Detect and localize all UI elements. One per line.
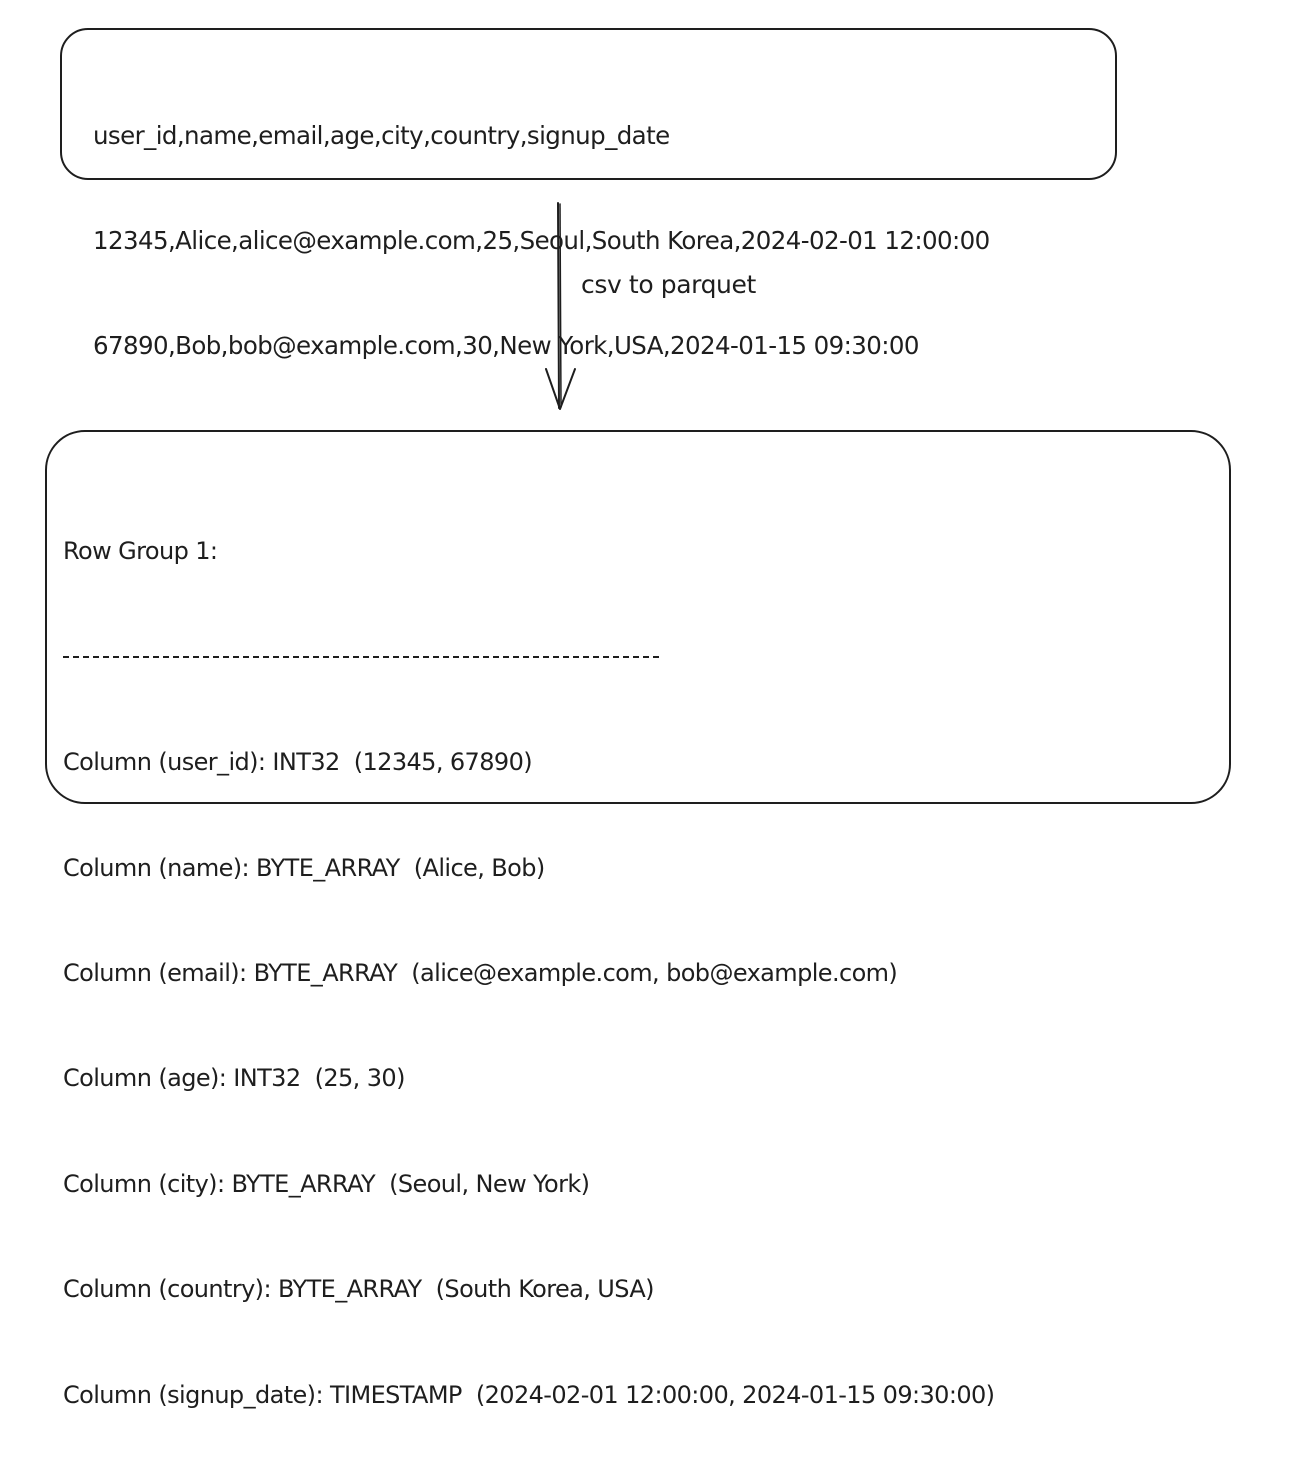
- csv-row-line: 67890,Bob,bob@example.com,30,New York,US…: [93, 331, 919, 360]
- arrow-shaft: [557, 202, 560, 409]
- arrow-shaft-stroke: [559, 203, 562, 408]
- csv-source-box: user_id,name,email,age,city,country,sign…: [60, 28, 1117, 360]
- column-line-country: Column (country): BYTE_ARRAY (South Kore…: [63, 1275, 655, 1304]
- column-line-user-id: Column (user_id): INT32 (12345, 67890): [63, 748, 533, 777]
- column-line-signup-date: Column (signup_date): TIMESTAMP (2024-02…: [63, 1380, 995, 1409]
- conversion-arrow: [545, 202, 576, 410]
- arrow-label: csv to parquet: [581, 270, 756, 299]
- csv-header-line: user_id,name,email,age,city,country,sign…: [93, 121, 670, 150]
- column-line-age: Column (age): INT32 (25, 30): [63, 1064, 405, 1093]
- arrow-head: [545, 368, 576, 410]
- csv-row-line: 12345,Alice,alice@example.com,25,Seoul,S…: [93, 226, 990, 255]
- parquet-output-box: Row Group 1: Column (user_id): INT32 (12…: [45, 430, 1231, 1409]
- column-line-name: Column (name): BYTE_ARRAY (Alice, Bob): [63, 853, 545, 882]
- column-line-city: Column (city): BYTE_ARRAY (Seoul, New Yo…: [63, 1169, 590, 1198]
- csv-content: user_id,name,email,age,city,country,sign…: [93, 48, 990, 433]
- column-line-email: Column (email): BYTE_ARRAY (alice@exampl…: [63, 959, 898, 988]
- row-group-divider: [63, 640, 994, 675]
- row-group-title: Row Group 1:: [63, 537, 218, 566]
- parquet-content: Row Group 1: Column (user_id): INT32 (12…: [63, 464, 995, 1483]
